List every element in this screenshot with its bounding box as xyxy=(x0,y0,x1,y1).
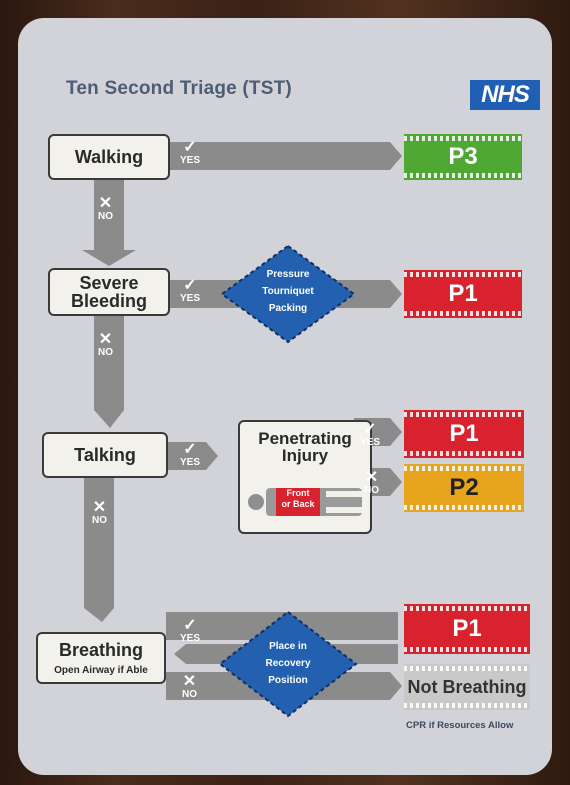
body-torso-icon xyxy=(248,488,362,516)
severe-bleeding-step-box: Severe Bleeding xyxy=(48,268,170,316)
penetrating-injury-label: Penetrating Injury xyxy=(240,430,370,464)
check-icon: ✓ xyxy=(183,139,197,156)
no-label: NO xyxy=(364,485,379,496)
priority-p1-badge-penetrating: P1 xyxy=(404,410,524,458)
open-airway-label: Open Airway if Able xyxy=(54,664,148,676)
no-label: NO xyxy=(98,211,113,222)
breathing-step-box: Breathing Open Airway if Able xyxy=(36,632,166,684)
priority-p1-badge-breathing: P1 xyxy=(404,604,530,654)
tourniquet-label: Tourniquet xyxy=(262,286,314,297)
recovery-label: Recovery xyxy=(265,658,311,669)
penetrating-label-line2: Injury xyxy=(281,446,329,465)
cross-icon: ✕ xyxy=(92,499,107,516)
penetrating-label-line1: Penetrating xyxy=(258,429,352,448)
walking-yes-tag: ✓ YES xyxy=(180,140,200,166)
cross-icon: ✕ xyxy=(364,469,379,486)
card-title: Ten Second Triage (TST) xyxy=(66,78,292,99)
cpr-footnote: CPR if Resources Allow xyxy=(406,720,514,731)
breathing-yes-tag: ✓ YES xyxy=(180,618,200,644)
talking-no-arrow xyxy=(84,478,114,622)
bleeding-no-tag: ✕ NO xyxy=(98,332,113,358)
talking-to-penetrating-arrow xyxy=(166,442,218,470)
walking-no-tag: ✕ NO xyxy=(98,196,113,222)
walking-label: Walking xyxy=(74,147,144,167)
walking-step-box: Walking xyxy=(48,134,170,180)
recovery-position-diamond xyxy=(218,610,358,718)
breathing-no-tag: ✕ NO xyxy=(182,674,197,700)
triage-card: Ten Second Triage (TST) NHS Walking ✓ YE… xyxy=(18,18,552,775)
check-icon: ✓ xyxy=(183,617,197,634)
severe-bleeding-label-line1: Severe xyxy=(79,273,139,293)
front-label: Front xyxy=(286,488,310,498)
cross-icon: ✕ xyxy=(182,673,197,690)
yes-label: YES xyxy=(180,457,201,468)
place-in-label: Place in xyxy=(269,641,307,652)
walking-yes-arrow xyxy=(168,142,402,170)
nhs-logo: NHS xyxy=(470,80,540,110)
penetrating-injury-box: Penetrating Injury Front or Back xyxy=(238,420,372,534)
front-or-back-label: Front or Back xyxy=(280,488,316,510)
recovery-position-text: Place in Recovery Position xyxy=(244,638,332,689)
no-label: NO xyxy=(92,515,107,526)
pressure-label: Pressure xyxy=(266,269,310,280)
talking-label: Talking xyxy=(74,445,136,465)
bleeding-no-arrow xyxy=(94,316,124,428)
bleeding-yes-tag: ✓ YES xyxy=(180,278,200,304)
breathing-label: Breathing xyxy=(58,639,143,660)
cross-icon: ✕ xyxy=(98,195,113,212)
severe-bleeding-label-line2: Bleeding xyxy=(70,291,147,311)
talking-yes-tag: ✓ YES xyxy=(180,442,200,468)
yes-label: YES xyxy=(180,633,201,644)
bleeding-actions-text: Pressure Tourniquet Packing xyxy=(244,266,332,317)
yes-label: YES xyxy=(180,155,201,166)
priority-p3-badge: P3 xyxy=(404,134,522,180)
check-icon: ✓ xyxy=(183,277,197,294)
walking-no-arrow xyxy=(82,180,136,266)
yes-label: YES xyxy=(360,437,381,448)
yes-label: YES xyxy=(180,293,201,304)
check-icon: ✓ xyxy=(363,421,377,438)
priority-p2-badge: P2 xyxy=(404,464,524,512)
position-label: Position xyxy=(268,675,308,686)
no-label: NO xyxy=(182,689,197,700)
check-icon: ✓ xyxy=(183,441,197,458)
talking-no-tag: ✕ NO xyxy=(92,500,107,526)
penetrating-yes-tag: ✓ YES xyxy=(360,422,380,448)
or-back-label: or Back xyxy=(281,499,315,509)
bleeding-actions-diamond xyxy=(220,244,356,344)
cross-icon: ✕ xyxy=(98,331,113,348)
priority-p1-badge-bleeding: P1 xyxy=(404,270,522,318)
not-breathing-badge: Not Breathing xyxy=(404,664,530,710)
no-label: NO xyxy=(98,347,113,358)
talking-step-box: Talking xyxy=(42,432,168,478)
penetrating-no-tag: ✕ NO xyxy=(364,470,379,496)
packing-label: Packing xyxy=(268,303,308,314)
